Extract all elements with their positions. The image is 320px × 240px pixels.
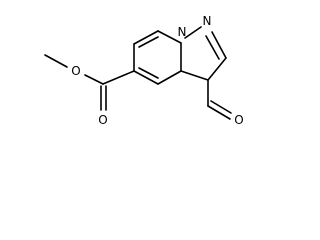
bond-n1-n2	[184, 26, 202, 39]
bond-c2-c3-inner	[138, 36, 159, 48]
bond-cho-o	[207, 105, 231, 120]
pyrazole-ring	[180, 26, 227, 81]
ester-group	[44, 54, 135, 111]
bond-c3-c3a	[207, 57, 227, 81]
chemical-structure: N N O O O	[44, 14, 244, 127]
bond-c3a-c7a	[180, 70, 209, 81]
atom-o-ester-single-label: O	[71, 64, 80, 78]
atom-n2-label: N	[203, 14, 212, 28]
bond-n1-c2	[157, 30, 182, 44]
pyridine-ring	[133, 30, 182, 85]
bond-c4-c5	[133, 70, 159, 85]
bond-n2-c3-inner	[205, 35, 220, 60]
bond-ring-carbonyl	[102, 70, 135, 85]
bond-c5-c6	[157, 70, 182, 85]
bond-o-methyl	[44, 54, 68, 68]
bond-cho-o-inner	[210, 100, 232, 114]
atom-o-ester-double-label: O	[98, 113, 107, 127]
bond-c2-c3	[133, 30, 159, 45]
atom-n1-label: N	[178, 25, 187, 39]
aldehyde-group	[207, 79, 232, 120]
bond-carbonyl-o-single	[84, 74, 104, 85]
atom-o-aldehyde-label: O	[234, 113, 243, 127]
bond-n2-c3	[211, 31, 227, 59]
bond-c4-c5-inner	[138, 67, 159, 79]
